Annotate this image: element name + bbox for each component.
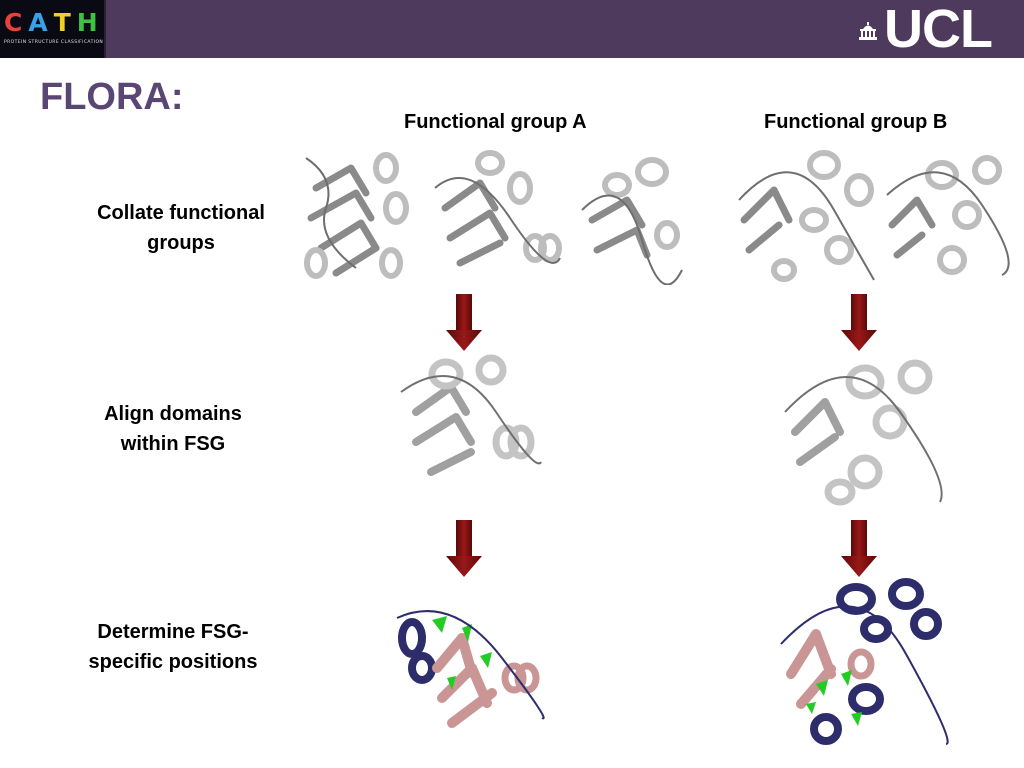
protein-structure-group-b-1 <box>738 150 875 282</box>
ucl-logo[interactable]: UCL <box>858 0 993 59</box>
down-arrow-icon <box>446 520 482 577</box>
protein-structure-group-a-1 <box>304 152 409 279</box>
step-label-align-line-2: within FSG <box>120 433 226 455</box>
down-arrow-icon <box>841 520 877 577</box>
step-label-determine-line-1: Determine FSG- <box>97 621 249 643</box>
step-label-align: Align domains within FSG <box>58 399 288 459</box>
step-label-determine-line-2: specific positions <box>88 651 258 673</box>
down-arrow-icon <box>446 294 482 351</box>
protein-structure-group-a-2 <box>434 150 562 267</box>
cath-logo[interactable]: CATH PROTEIN STRUCTURE CLASSIFICATION <box>0 0 106 58</box>
step-label-collate-line-2: groups <box>147 232 215 254</box>
cath-logo-subtitle: PROTEIN STRUCTURE CLASSIFICATION <box>4 40 104 45</box>
fsg-structure-group-b <box>780 578 949 745</box>
slide-title: FLORA: <box>40 76 184 118</box>
ucl-logo-text: UCL <box>884 0 993 59</box>
header-bar: CATH PROTEIN STRUCTURE CLASSIFICATION UC… <box>0 0 1024 58</box>
cath-letter-h: H <box>76 8 104 37</box>
down-arrow-icon <box>841 294 877 351</box>
protein-structure-group-a-3 <box>581 157 683 285</box>
ucl-portico-icon <box>859 22 878 40</box>
step-label-collate: Collate functional groups <box>66 198 296 258</box>
step-label-collate-line-1: Collate functional <box>97 202 265 224</box>
step-label-align-line-1: Align domains <box>104 403 242 425</box>
column-header-group-b: Functional group B <box>764 111 948 133</box>
column-header-group-a: Functional group A <box>404 111 587 133</box>
protein-structure-group-b-2 <box>886 155 1010 276</box>
cath-logo-letters: CATH <box>4 8 104 37</box>
aligned-structure-group-a <box>400 354 542 476</box>
cath-letter-c: C <box>4 8 29 37</box>
fsg-structure-group-a <box>396 610 545 728</box>
aligned-structure-group-b <box>784 359 943 506</box>
cath-letter-t: T <box>53 8 77 37</box>
cath-letter-a: A <box>28 8 54 37</box>
step-label-determine: Determine FSG- specific positions <box>58 617 288 677</box>
